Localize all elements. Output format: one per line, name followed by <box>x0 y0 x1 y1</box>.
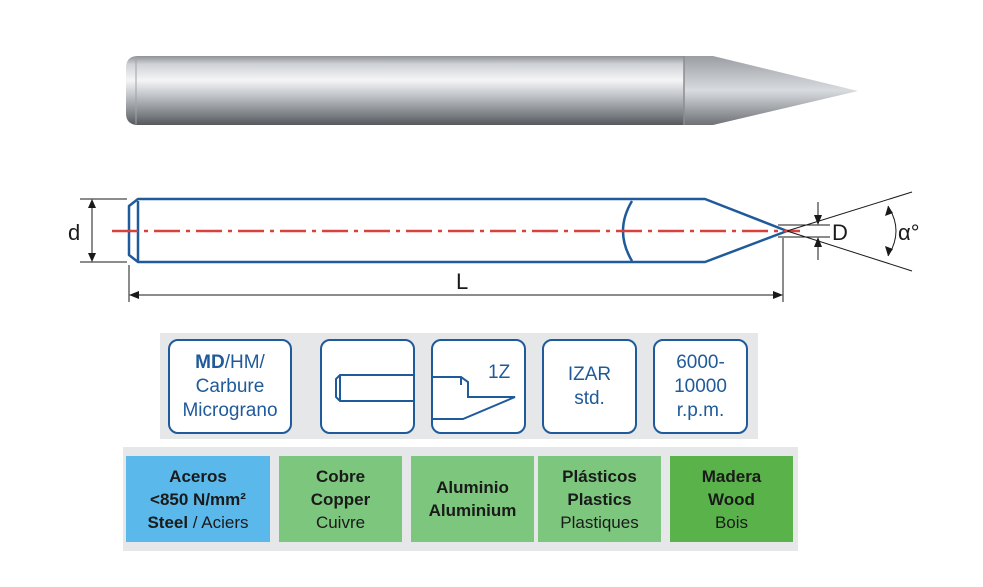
material-steel-line2: <850 N/mm² <box>150 489 246 509</box>
material-plastics-line3: Plastiques <box>560 512 639 532</box>
spec-strip: MD/HM/ Carbure Micrograno 1Z IZAR std. 6… <box>160 333 758 439</box>
material-plastics-line1: Plásticos <box>562 466 637 486</box>
tool-body-outline <box>127 197 789 264</box>
material-aluminium-line1: Aluminio <box>436 478 509 497</box>
material-steel-line1: Aceros <box>169 466 227 486</box>
tool-tip-photo <box>684 56 858 125</box>
material-copper-line2: Copper <box>310 489 371 509</box>
spec-standard-line1: IZAR <box>567 363 612 385</box>
spec-rpm-line1: 6000- <box>676 351 725 373</box>
material-aluminium-line2: Aluminium <box>428 501 517 520</box>
spec-material-line1: MD/HM/ <box>195 351 265 373</box>
material-copper-line1: Cobre <box>315 466 366 486</box>
spec-material-line3: Micrograno <box>182 399 278 421</box>
dimension-label-D: D <box>832 220 848 245</box>
dimension-arrows <box>88 199 893 299</box>
material-steel: Aceros <850 N/mm² Steel / Aciers <box>126 456 270 542</box>
spec-rpm-line3: r.p.m. <box>676 399 725 421</box>
dimension-label-alpha: α° <box>898 220 920 245</box>
dimension-lines <box>80 191 913 302</box>
spec-rpm-line2: 10000 <box>674 375 727 397</box>
material-wood-line3: Bois <box>714 512 749 532</box>
material-wood-line2: Wood <box>708 489 755 509</box>
technical-drawing: d L D α° <box>68 191 920 302</box>
flute-count-label: 1Z <box>488 362 511 383</box>
spec-material-line2: Carbure <box>195 375 265 397</box>
spec-shank-type <box>320 339 415 434</box>
material-copper-line3: Cuivre <box>315 512 366 532</box>
material-plastics: Plásticos Plastics Plastiques <box>538 456 661 542</box>
tool-shank-photo <box>126 56 684 125</box>
dimension-label-d: d <box>68 220 80 245</box>
material-aluminium: Aluminio Aluminium <box>411 456 534 542</box>
material-wood-line1: Madera <box>701 466 762 486</box>
single-flute-icon <box>433 376 516 420</box>
spec-standard: IZAR std. <box>542 339 637 434</box>
material-copper: Cobre Copper Cuivre <box>279 456 402 542</box>
material-wood: Madera Wood Bois <box>670 456 793 542</box>
dimension-label-L: L <box>456 269 468 294</box>
material-plastics-line2: Plastics <box>567 489 632 509</box>
tool-photo <box>126 56 858 125</box>
material-steel-line3: Steel / Aciers <box>147 512 249 532</box>
material-strip: Aceros <850 N/mm² Steel / Aciers Cobre C… <box>123 447 798 551</box>
spec-material: MD/HM/ Carbure Micrograno <box>168 339 292 434</box>
spec-flutes: 1Z <box>431 339 526 434</box>
spec-standard-line2: std. <box>574 387 605 409</box>
spec-rpm: 6000- 10000 r.p.m. <box>653 339 748 434</box>
shank-type-icon <box>335 374 413 402</box>
